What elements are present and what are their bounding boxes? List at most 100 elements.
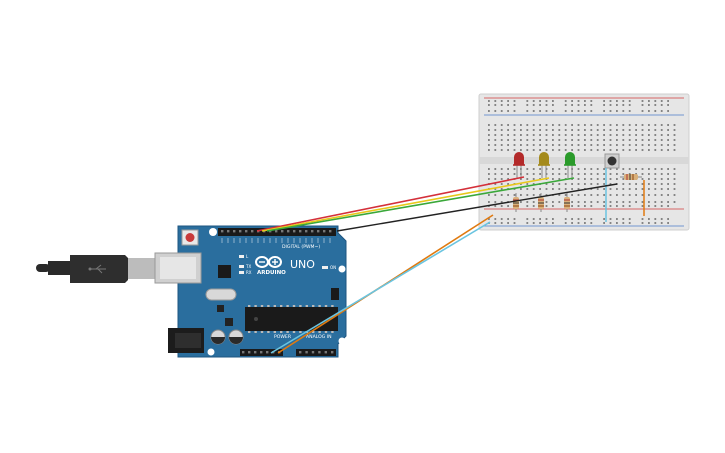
breadboard-hole[interactable] <box>488 104 490 106</box>
breadboard-hole[interactable] <box>616 201 618 203</box>
breadboard-hole[interactable] <box>526 144 529 146</box>
analog-pin[interactable] <box>311 351 315 354</box>
breadboard-hole[interactable] <box>507 168 509 170</box>
breadboard-hole[interactable] <box>532 144 535 146</box>
breadboard-hole[interactable] <box>641 100 644 102</box>
breadboard-hole[interactable] <box>622 205 625 207</box>
breadboard-hole[interactable] <box>564 173 567 175</box>
breadboard-hole[interactable] <box>545 134 548 136</box>
breadboard-hole[interactable] <box>654 205 657 207</box>
breadboard-hole[interactable] <box>641 222 644 224</box>
breadboard-hole[interactable] <box>660 124 663 126</box>
breadboard-hole[interactable] <box>622 173 625 175</box>
breadboard-hole[interactable] <box>584 178 586 180</box>
breadboard-hole[interactable] <box>507 144 509 146</box>
breadboard-hole[interactable] <box>577 222 580 224</box>
analog-pin[interactable] <box>324 351 327 354</box>
breadboard-hole[interactable] <box>520 201 522 203</box>
breadboard-hole[interactable] <box>539 188 541 190</box>
breadboard-hole[interactable] <box>641 104 644 106</box>
breadboard-hole[interactable] <box>603 201 605 203</box>
digital-pin[interactable] <box>287 230 290 233</box>
wire-green[interactable] <box>266 177 575 232</box>
breadboard-hole[interactable] <box>494 149 497 151</box>
breadboard-hole[interactable] <box>673 129 676 131</box>
breadboard-hole[interactable] <box>494 178 497 180</box>
breadboard-hole[interactable] <box>603 194 605 196</box>
breadboard-hole[interactable] <box>596 124 599 126</box>
breadboard-hole[interactable] <box>577 129 580 131</box>
breadboard-hole[interactable] <box>577 110 580 112</box>
breadboard-hole[interactable] <box>545 188 548 190</box>
breadboard-hole[interactable] <box>488 218 490 220</box>
power-pin[interactable] <box>248 351 251 354</box>
breadboard-hole[interactable] <box>526 124 529 126</box>
breadboard-hole[interactable] <box>571 201 573 203</box>
breadboard-hole[interactable] <box>571 104 573 106</box>
breadboard-hole[interactable] <box>590 100 593 102</box>
breadboard-hole[interactable] <box>488 144 490 146</box>
breadboard-hole[interactable] <box>654 188 657 190</box>
breadboard-hole[interactable] <box>558 183 561 185</box>
breadboard-hole[interactable] <box>622 201 625 203</box>
breadboard-hole[interactable] <box>667 222 669 224</box>
breadboard-hole[interactable] <box>609 104 612 106</box>
breadboard-hole[interactable] <box>641 168 644 170</box>
breadboard-hole[interactable] <box>532 173 535 175</box>
breadboard-hole[interactable] <box>520 188 522 190</box>
breadboard-hole[interactable] <box>545 194 548 196</box>
breadboard-hole[interactable] <box>660 194 663 196</box>
push-button[interactable] <box>604 153 620 169</box>
breadboard-hole[interactable] <box>500 178 503 180</box>
breadboard-hole[interactable] <box>577 201 580 203</box>
breadboard-hole[interactable] <box>500 218 503 220</box>
breadboard-hole[interactable] <box>564 218 567 220</box>
breadboard-hole[interactable] <box>577 144 580 146</box>
breadboard-hole[interactable] <box>488 124 490 126</box>
breadboard-hole[interactable] <box>494 144 497 146</box>
breadboard-hole[interactable] <box>590 183 593 185</box>
breadboard-hole[interactable] <box>558 194 561 196</box>
breadboard-hole[interactable] <box>532 149 535 151</box>
breadboard-hole[interactable] <box>660 144 663 146</box>
breadboard-hole[interactable] <box>622 144 625 146</box>
breadboard-hole[interactable] <box>673 139 676 141</box>
breadboard-hole[interactable] <box>520 178 522 180</box>
breadboard-hole[interactable] <box>571 222 573 224</box>
breadboard-hole[interactable] <box>500 168 503 170</box>
breadboard-hole[interactable] <box>622 168 625 170</box>
breadboard-hole[interactable] <box>648 222 650 224</box>
breadboard-hole[interactable] <box>526 100 529 102</box>
breadboard-hole[interactable] <box>667 194 669 196</box>
breadboard-hole[interactable] <box>603 205 605 207</box>
breadboard-hole[interactable] <box>564 144 567 146</box>
breadboard-hole[interactable] <box>622 100 625 102</box>
breadboard-hole[interactable] <box>654 178 657 180</box>
breadboard-hole[interactable] <box>539 144 541 146</box>
breadboard-hole[interactable] <box>494 100 497 102</box>
breadboard-hole[interactable] <box>571 124 573 126</box>
breadboard-hole[interactable] <box>609 194 612 196</box>
breadboard-hole[interactable] <box>507 173 509 175</box>
breadboard-hole[interactable] <box>507 205 509 207</box>
wire-group[interactable] <box>256 176 618 354</box>
breadboard-hole[interactable] <box>488 178 490 180</box>
breadboard-hole[interactable] <box>667 205 669 207</box>
breadboard-hole[interactable] <box>558 201 561 203</box>
breadboard-hole[interactable] <box>667 139 669 141</box>
breadboard-hole[interactable] <box>526 129 529 131</box>
breadboard-hole[interactable] <box>667 104 669 106</box>
digital-pin[interactable] <box>323 230 326 233</box>
breadboard-hole[interactable] <box>609 218 612 220</box>
breadboard-hole[interactable] <box>545 149 548 151</box>
breadboard-hole[interactable] <box>532 104 535 106</box>
breadboard-hole[interactable] <box>667 173 669 175</box>
breadboard-hole[interactable] <box>513 173 516 175</box>
breadboard-hole[interactable] <box>558 188 561 190</box>
breadboard-hole[interactable] <box>526 188 529 190</box>
breadboard-hole[interactable] <box>603 129 605 131</box>
breadboard-hole[interactable] <box>616 205 618 207</box>
breadboard-hole[interactable] <box>628 168 631 170</box>
breadboard-hole[interactable] <box>513 100 516 102</box>
breadboard-hole[interactable] <box>545 104 548 106</box>
